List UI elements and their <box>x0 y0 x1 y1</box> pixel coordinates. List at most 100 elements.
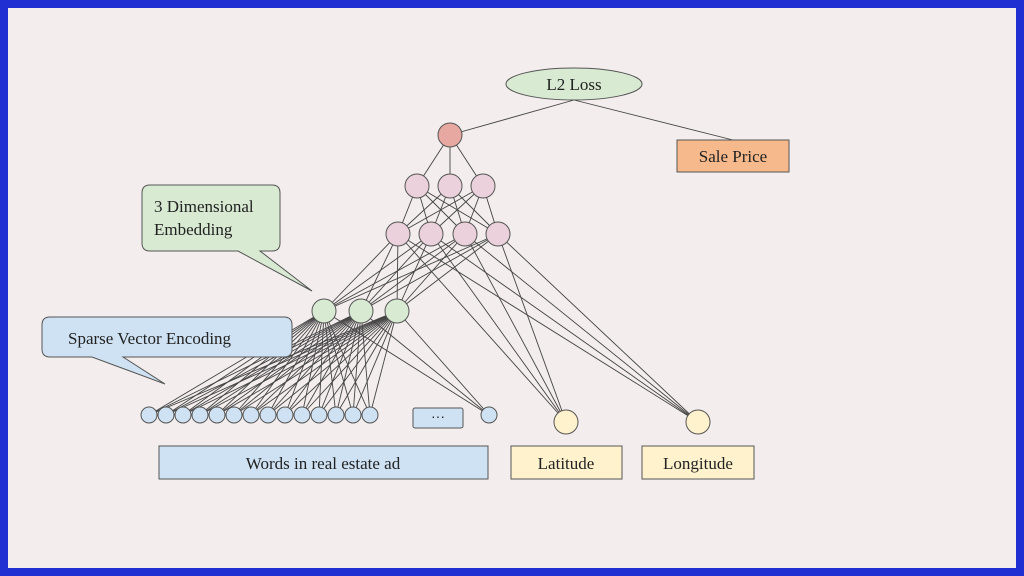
edge-embedding-input <box>165 310 398 416</box>
edge-hidden2-embedding <box>323 233 399 312</box>
word-input-node <box>191 406 209 424</box>
word-input-node <box>259 406 277 424</box>
words-box <box>158 445 489 480</box>
edge-hidden2-embedding <box>360 233 399 312</box>
word-input-node <box>208 406 226 424</box>
word-input-node <box>344 406 362 424</box>
edge-output-loss <box>449 99 575 136</box>
edge-hidden2-latitude <box>497 233 567 423</box>
edge-embedding-input <box>318 310 362 416</box>
words-label: Words in real estate ad <box>246 454 401 473</box>
edge-embedding-input <box>165 310 362 416</box>
edge-embedding-input <box>199 310 325 416</box>
edge-embedding-input <box>335 310 398 416</box>
network-nodes <box>140 122 711 435</box>
edge-embedding-input <box>250 310 325 416</box>
edge-loss-target <box>573 99 734 141</box>
embedding-callout-line2: Embedding <box>154 220 233 239</box>
word-input-node <box>225 406 243 424</box>
edge-embedding-input <box>318 310 398 416</box>
edge-embedding-input <box>267 310 325 416</box>
edge-embedding-input <box>396 310 490 416</box>
edge-hidden2-longitude <box>497 233 699 423</box>
edge-embedding-input <box>182 310 398 416</box>
word-input-node <box>361 406 379 424</box>
edge-embedding-input <box>284 310 362 416</box>
longitude-input-node <box>685 409 711 435</box>
edge-hidden2-embedding <box>323 233 499 312</box>
edge-embedding-input <box>233 310 325 416</box>
embedding-node <box>348 298 374 324</box>
edge-embedding-input <box>360 310 490 416</box>
word-input-node <box>174 406 192 424</box>
edge-embedding-input <box>284 310 398 416</box>
edge-embedding-input <box>148 310 362 416</box>
network-diagram: L2 Loss Sale Price 3 Dimensional Embeddi… <box>41 67 790 480</box>
hidden-layer2-node <box>418 221 444 247</box>
edge-embedding-input <box>182 310 325 416</box>
edge-hidden2-embedding <box>396 233 399 312</box>
edge-embedding-input <box>233 310 362 416</box>
latitude-label: Latitude <box>538 454 595 473</box>
edge-hidden2-longitude <box>397 233 699 423</box>
ellipsis-label: ··· <box>431 408 445 424</box>
edge-embedding-input <box>335 310 362 416</box>
edge-hidden2-embedding <box>360 233 499 312</box>
edge-hidden2-embedding <box>323 233 432 312</box>
embedding-callout-line1: 3 Dimensional <box>154 197 254 216</box>
word-input-node-last <box>480 406 498 424</box>
edge-embedding-input <box>318 310 325 416</box>
word-input-node <box>242 406 260 424</box>
latitude-box <box>510 445 623 480</box>
edge-hidden2-embedding <box>396 233 499 312</box>
edge-hidden2-embedding <box>396 233 466 312</box>
hidden-layer1-node <box>437 173 463 199</box>
hidden-layer2-node <box>385 221 411 247</box>
edge-hidden2-embedding <box>360 233 432 312</box>
edge-embedding-input <box>301 310 362 416</box>
edge-embedding-input <box>148 310 398 416</box>
edge-embedding-input <box>267 310 362 416</box>
word-input-node <box>157 406 175 424</box>
edge-embedding-input <box>165 310 325 416</box>
edge-embedding-input <box>301 310 325 416</box>
loss-node <box>505 67 643 101</box>
ellipsis-box <box>412 407 464 429</box>
edge-hidden2-latitude <box>397 233 567 423</box>
embedding-node <box>384 298 410 324</box>
sparse-callout-label: Sparse Vector Encoding <box>68 329 232 348</box>
edge-embedding-input <box>199 310 398 416</box>
sale-price-label: Sale Price <box>699 147 767 166</box>
edge-hidden2-longitude <box>430 233 699 423</box>
edge-embedding-input <box>148 310 325 416</box>
hidden-layer1-node <box>404 173 430 199</box>
hidden-layer2-node <box>485 221 511 247</box>
edge-embedding-input <box>250 310 398 416</box>
edge-hidden1-hidden2 <box>397 185 484 235</box>
edge-embedding-input <box>352 310 362 416</box>
edge-embedding-input <box>216 310 398 416</box>
longitude-label: Longitude <box>663 454 733 473</box>
edge-hidden2-embedding <box>323 233 466 312</box>
word-input-node <box>327 406 345 424</box>
hidden-layer1-node <box>470 173 496 199</box>
edge-embedding-input <box>284 310 325 416</box>
edge-embedding-input <box>250 310 362 416</box>
word-input-node <box>310 406 328 424</box>
word-input-node <box>276 406 294 424</box>
edge-embedding-input <box>360 310 371 416</box>
word-input-node <box>140 406 158 424</box>
sparse-callout <box>41 316 293 385</box>
edge-embedding-input <box>233 310 398 416</box>
loss-label: L2 Loss <box>546 75 601 94</box>
edge-hidden2-embedding <box>396 233 432 312</box>
hidden-layer2-node <box>452 221 478 247</box>
edge-hidden2-embedding <box>360 233 466 312</box>
embedding-node <box>311 298 337 324</box>
edge-hidden2-latitude <box>464 233 567 423</box>
latitude-input-node <box>553 409 579 435</box>
edge-embedding-input <box>216 310 325 416</box>
network-edges <box>148 99 734 423</box>
edge-embedding-input <box>267 310 398 416</box>
edge-embedding-input <box>369 310 398 416</box>
